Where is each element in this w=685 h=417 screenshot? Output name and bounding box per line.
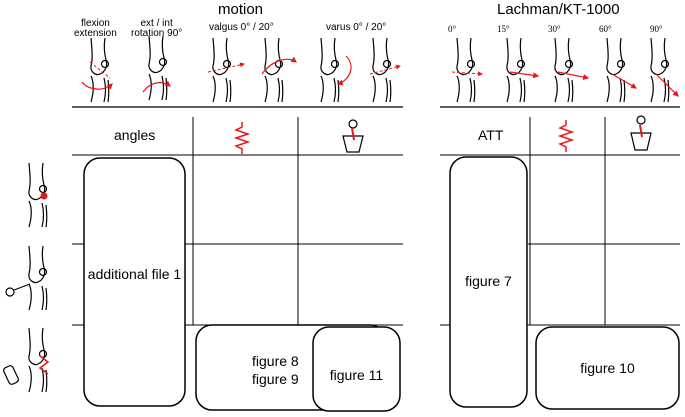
angle-label-15: 15° [497, 24, 510, 34]
att-header: ATT [478, 127, 504, 143]
rotation-knee-icon [142, 35, 171, 101]
figure-7-label: figure 7 [465, 273, 512, 289]
angles-header: angles [114, 127, 156, 143]
sensor-icon-right [630, 115, 652, 151]
row-knee-icon-3 [3, 327, 50, 393]
lachman-60-knee-icon [606, 37, 638, 103]
rotation-label: ext / int rotation 90° [131, 18, 183, 39]
figure-7-box [449, 156, 528, 408]
figure-11-label: figure 11 [329, 367, 384, 383]
row-knee-icon-2 [5, 245, 48, 311]
valgus-knee-icon-1 [207, 37, 245, 103]
spring-icon-right [557, 120, 575, 152]
lachman-title: Lachman/KT-1000 [497, 1, 620, 18]
lachman-90-knee-icon [650, 37, 679, 103]
lachman-15-knee-icon [506, 37, 540, 103]
lachman-30-knee-icon [554, 37, 590, 103]
additional-file-box [83, 157, 186, 407]
figure-8-9-label: figure 8 figure 9 [252, 353, 299, 387]
angle-label-0: 0° [448, 24, 457, 34]
figure-10-box [535, 326, 680, 410]
varus-knee-icon-1 [320, 37, 352, 103]
spring-icon [233, 122, 251, 154]
angle-label-60: 60° [599, 24, 612, 34]
motion-title: motion [218, 1, 264, 18]
additional-file-label: additional file 1 [87, 266, 182, 282]
figure-10-label: figure 10 [580, 360, 635, 376]
varus-label: varus 0° / 20° [326, 22, 387, 33]
angle-label-90: 90° [650, 24, 663, 34]
angle-label-30: 30° [548, 24, 561, 34]
figure-11-box [312, 326, 401, 412]
varus-knee-icon-2 [369, 37, 401, 103]
lachman-0-knee-icon [451, 37, 483, 103]
flexion-knee-icon [81, 37, 113, 103]
valgus-knee-icon-2 [261, 37, 297, 103]
valgus-label: valgus 0° / 20° [209, 22, 274, 33]
row-knee-icon-1 [28, 162, 48, 228]
flexion-label: flexion extension [74, 18, 117, 39]
sensor-icon [342, 119, 364, 153]
